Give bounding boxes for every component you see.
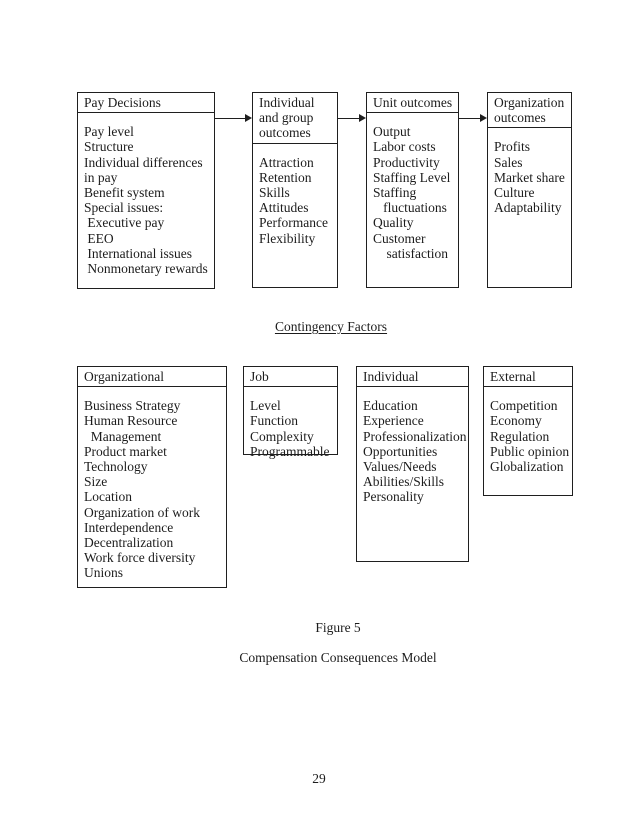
box-item: Values/Needs — [363, 459, 437, 475]
box-item: Product market — [84, 443, 167, 459]
box-title: External — [484, 367, 572, 388]
page-number: 29 — [312, 771, 326, 786]
box-item: Unions — [84, 565, 124, 581]
box-item: Customer — [373, 230, 426, 246]
box-item: Location — [84, 489, 132, 505]
box-item: Pay level — [84, 124, 134, 140]
box-item: Market share — [494, 169, 565, 185]
box-item: Benefit system — [84, 185, 165, 201]
box-item: Culture — [494, 185, 535, 201]
box-item: Labor costs — [373, 139, 436, 155]
box-item: Executive pay — [84, 215, 165, 231]
box-item: Productivity — [373, 154, 440, 170]
box-item: Experience — [363, 413, 424, 429]
box-item: Flexibility — [259, 230, 316, 246]
box-item: Work force diversity — [84, 550, 196, 566]
box-item: Public opinion — [490, 443, 570, 459]
box-item: Adaptability — [494, 200, 562, 216]
contingency-factors-label: Contingency Factors — [274, 319, 388, 334]
box-item: Skills — [259, 185, 290, 201]
box-item: Abilities/Skills — [363, 474, 445, 490]
box-item: Programmable — [250, 443, 330, 459]
box-item: Level — [250, 398, 281, 414]
box-item: Profits — [494, 139, 531, 155]
flow-arrow-icon — [215, 113, 252, 122]
flow-arrow-icon — [338, 113, 366, 122]
box-item: Staffing Level — [373, 169, 451, 185]
figure-label: Figure 5 — [315, 620, 361, 635]
box-title: Individual and group outcomes — [253, 93, 337, 144]
box-item: Management — [84, 428, 162, 444]
box-item: in pay — [84, 169, 118, 185]
box-item: Individual differences — [84, 154, 203, 170]
box-item: Organization of work — [84, 504, 200, 520]
box-title: Unit outcomes — [367, 93, 458, 114]
box-item: Retention — [259, 169, 312, 185]
box-title: Organization outcomes — [488, 93, 571, 129]
box-item: Education — [363, 398, 418, 414]
box-item: Decentralization — [84, 535, 174, 551]
box-item: Sales — [494, 154, 523, 170]
figure-title: Compensation Consequences Model — [239, 650, 437, 665]
box-item: Structure — [84, 139, 134, 155]
box-item: Opportunities — [363, 443, 438, 459]
box-item: Business Strategy — [84, 398, 181, 414]
box-item: Regulation — [490, 428, 550, 444]
box-item: Performance — [259, 215, 328, 231]
box-item: Attraction — [259, 154, 314, 170]
box-item: Professionalization — [363, 428, 467, 444]
box-item: Globalization — [490, 459, 564, 475]
box-item: EEO — [84, 230, 114, 246]
box-item: International issues — [84, 245, 192, 261]
box-title: Individual — [357, 367, 468, 388]
box-item: Function — [250, 413, 299, 429]
box-item: Attitudes — [259, 200, 309, 216]
box-item: Complexity — [250, 428, 314, 444]
box-item: Nonmonetary rewards — [84, 261, 208, 277]
box-item: Quality — [373, 215, 414, 231]
box-item: Special issues: — [84, 200, 164, 216]
box-item: Interdependence — [84, 519, 174, 535]
box-item: Size — [84, 474, 108, 490]
box-title: Pay Decisions — [78, 93, 214, 114]
box-item: satisfaction — [373, 245, 448, 261]
box-item: Competition — [490, 398, 558, 414]
box-item: Output — [373, 124, 411, 140]
box-item: Staffing — [373, 185, 417, 201]
box-item: Human Resource — [84, 413, 178, 429]
box-title: Organizational — [78, 367, 226, 388]
box-individual-group-outcomes: Individual and group outcomes Attraction… — [252, 92, 338, 288]
box-item: fluctuations — [373, 200, 447, 216]
box-item: Economy — [490, 413, 542, 429]
box-item: Technology — [84, 459, 148, 475]
box-item: Personality — [363, 489, 424, 505]
flow-arrow-icon — [459, 113, 487, 122]
box-title: Job — [244, 367, 337, 388]
